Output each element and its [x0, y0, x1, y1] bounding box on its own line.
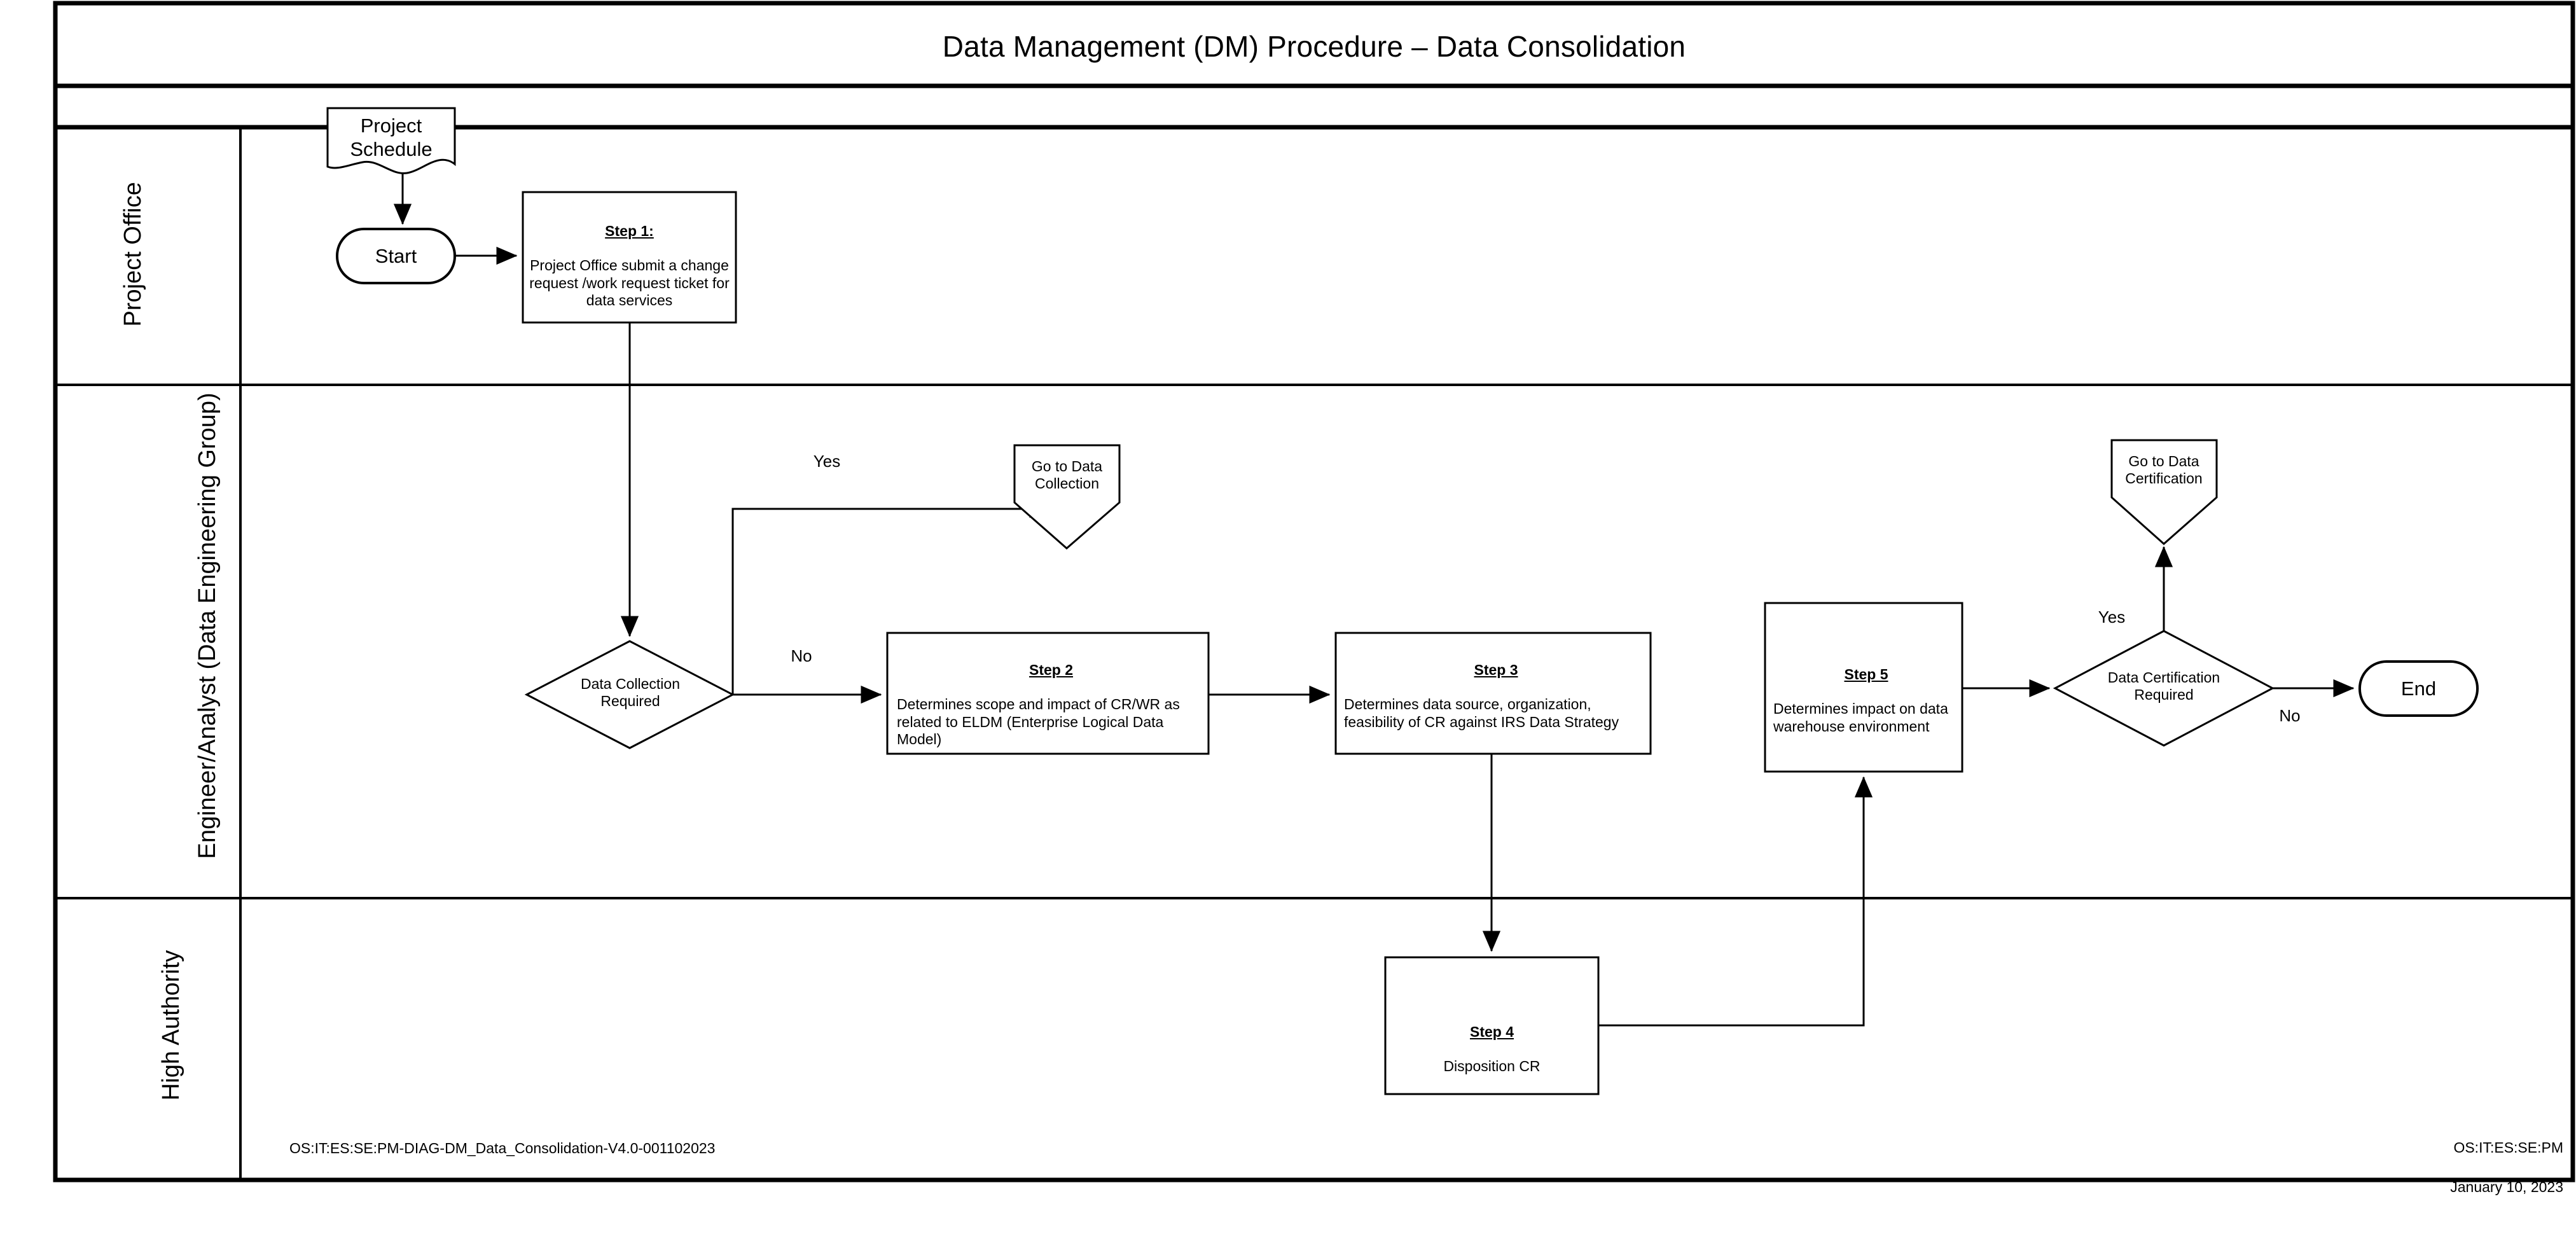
footer-org: OS:IT:ES:SE:PM January 10, 2023 [2163, 1118, 2563, 1197]
go-to-data-collection-shape [1013, 444, 1121, 550]
step4-text: Step 4 Disposition CR [1392, 1006, 1592, 1093]
lane-label-text: Project Office [120, 182, 147, 327]
step3-shape [1334, 632, 1652, 755]
step4-heading: Step 4 [1469, 1023, 1514, 1041]
edge-decision-yes-to-connector [731, 499, 1051, 695]
edge-label-certification-no: No [2279, 706, 2301, 725]
step5-heading: Step 5 [1844, 666, 1888, 683]
go-to-data-collection-label: Go to Data Collection [1031, 458, 1103, 492]
step1-body: Project Office submit a change request /… [529, 257, 730, 309]
step2-text: Step 2 Determines scope and impact of CR… [897, 644, 1205, 765]
go-to-data-certification-label: Go to Data Certification [2125, 453, 2203, 487]
step2-shape [886, 632, 1210, 755]
edge-label-data-collection-no: No [791, 646, 812, 665]
step3-text: Step 3 Determines data source, organizat… [1344, 644, 1648, 748]
end-label: End [2400, 677, 2437, 700]
edge-step4-to-step5 [1598, 776, 1873, 1027]
data-collection-decision-shape [524, 640, 735, 749]
data-collection-decision-label: Data Collection Required [581, 676, 680, 710]
step3-heading: Step 3 [1474, 662, 1518, 679]
footer-document-id: OS:IT:ES:SE:PM-DIAG-DM_Data_Consolidatio… [289, 1140, 716, 1156]
page-title: Data Management (DM) Procedure – Data Co… [942, 30, 1686, 63]
step3-body: Determines data source, organization, fe… [1344, 696, 1619, 730]
edge-label-certification-yes: Yes [2098, 607, 2126, 627]
lane-label-high-authority: High Authority [158, 803, 186, 1248]
step4-shape [1384, 956, 1600, 1095]
step4-body: Disposition CR [1443, 1058, 1541, 1075]
step1-heading: Step 1: [605, 223, 654, 240]
project-schedule-shape [326, 107, 456, 174]
footer-org-line1: OS:IT:ES:SE:PM [2453, 1139, 2563, 1156]
step1-text: Step 1: Project Office submit a change r… [529, 205, 730, 326]
lane-label-project-office: Project Office [120, 51, 148, 458]
lane-label-engineer-analyst: Engineer/Analyst (Data Engineering Group… [194, 295, 222, 957]
start-label: Start [375, 245, 417, 267]
lane-label-text: Engineer/Analyst (Data Engineering Group… [194, 392, 221, 859]
lane-label-text: High Authority [158, 950, 185, 1101]
swimlane-frame [53, 1, 2575, 1182]
footer-org-date: January 10, 2023 [2450, 1179, 2563, 1196]
data-certification-decision-shape [2053, 630, 2275, 747]
end-terminator-shape [2358, 660, 2479, 717]
step5-shape [1764, 602, 1963, 773]
edge-label-data-collection-yes: Yes [813, 452, 841, 471]
data-certification-decision-label: Data Certification Required [2107, 669, 2220, 704]
step2-body: Determines scope and impact of CR/WR as … [897, 696, 1180, 747]
step5-text: Step 5 Determines impact on data warehou… [1773, 649, 1959, 752]
step5-body: Determines impact on data warehouse envi… [1773, 700, 1948, 735]
project-schedule-label: Project Schedule [350, 114, 433, 160]
step1-shape [522, 191, 737, 324]
go-to-data-certification-shape [2110, 439, 2218, 546]
step2-heading: Step 2 [1028, 662, 1074, 679]
